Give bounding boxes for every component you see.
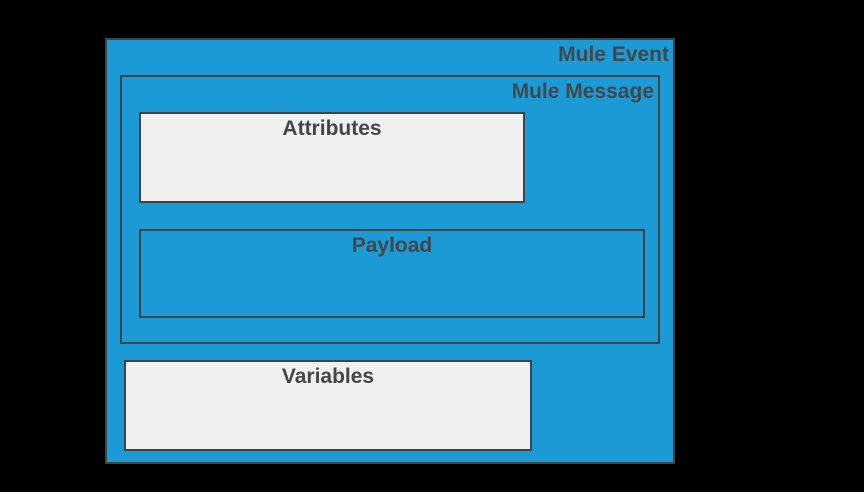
variables-panel: Variables	[124, 360, 532, 451]
payload-label: Payload	[351, 234, 433, 257]
mule-event-label: Mule Event	[558, 43, 669, 66]
attributes-panel: Attributes	[139, 112, 525, 203]
mule-message-label: Mule Message	[511, 80, 654, 103]
payload-panel: Payload	[139, 229, 645, 318]
attributes-label: Attributes	[282, 117, 382, 140]
variables-label: Variables	[281, 365, 375, 388]
